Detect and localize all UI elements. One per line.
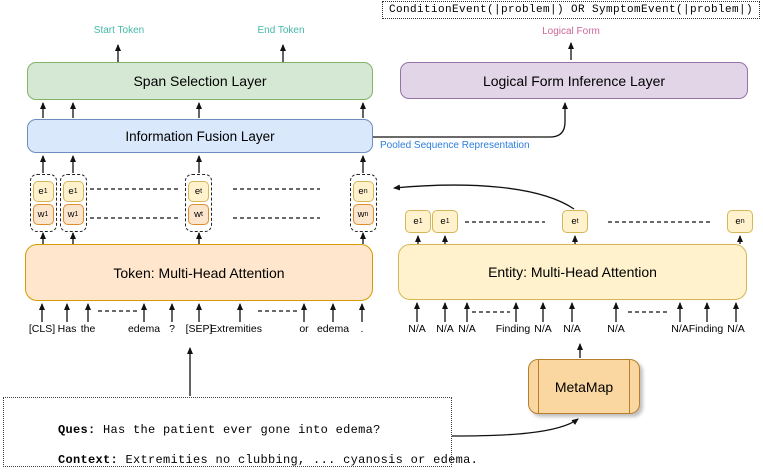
entity-token: N/A [408,323,426,335]
input-token: ? [169,323,175,335]
cell-base: e [440,216,446,227]
input-token: edema [127,323,161,335]
cell-sub: n [740,218,745,225]
input-token: [SEP] [185,323,213,335]
cell-sub: t [200,211,203,218]
input-token: [CLS] [28,323,56,335]
cell-sub: 1 [74,211,79,218]
cell-sub: 1 [43,188,48,195]
cell-base: w [37,209,45,220]
input-token: . [360,323,364,335]
cell-sub: 1 [73,188,78,195]
process-bar [538,360,539,413]
logical-form-inference-layer-title: Logical Form Inference Layer [482,72,666,89]
input-token: the [80,323,96,335]
start-token-label: Start Token [93,25,145,36]
cell-base: e [358,186,364,197]
cell-base: e [735,216,741,227]
entity-token: N/A [607,323,625,335]
span-selection-layer-title: Span Selection Layer [133,73,267,89]
input-token: Extremities [210,323,262,335]
cell-sub: n [364,211,369,218]
context-text: Extremities no clubbing, ... cyanosis or… [118,453,479,467]
question-text: Has the patient ever gone into edema? [95,423,381,437]
information-fusion-layer-title: Information Fusion Layer [125,128,275,144]
token-multi-head-attention: Token: Multi-Head Attention [25,244,373,301]
input-token: Has [57,323,77,335]
question-context-box: Ques: Has the patient ever gone into ede… [3,397,478,467]
question-label: Ques: [58,423,96,437]
logical-form-output-box: ConditionEvent(|problem|) OR SymptomEven… [382,1,760,19]
cell-base: e [413,216,419,227]
entity-token: N/A [436,323,454,335]
input-token: or [299,323,309,335]
cell-base: e [571,216,577,227]
entity-token: N/A [671,323,689,335]
entity-token: Finding [495,323,531,335]
entity-attention-title: Entity: Multi-Head Attention [488,264,657,280]
logical-form-label: Logical Form [542,26,600,37]
span-selection-layer: Span Selection Layer [27,62,373,100]
logical-form-formula: ConditionEvent(|problem|) OR SymptomEven… [388,4,754,16]
cell-base: e [38,186,44,197]
metamap-title: MetaMap [554,378,614,395]
entity-token: Finding [688,323,724,335]
entity-multi-head-attention: Entity: Multi-Head Attention [398,244,747,300]
entity-token: N/A [534,323,552,335]
cell-sub: t [576,218,579,225]
information-fusion-layer: Information Fusion Layer [27,119,373,153]
cell-base: w [357,209,365,220]
cell-sub: 1 [445,218,450,225]
cell-sub: n [363,188,368,195]
process-bar [629,360,630,413]
entity-token: N/A [563,323,581,335]
cell-sub: 1 [44,211,49,218]
cell-base: e [68,186,74,197]
cell-base: e [194,186,201,197]
cell-base: w [194,209,201,220]
cell-sub: 1 [418,218,423,225]
cell-sub: t [200,188,203,195]
metamap-box: MetaMap [528,359,640,414]
token-attention-title: Token: Multi-Head Attention [113,264,285,281]
entity-token: N/A [727,323,745,335]
input-token: edema [316,323,350,335]
cell-base: w [67,209,75,220]
question-line: Ques: Has the patient ever gone into ede… [13,409,381,451]
context-line: Context: Extremities no clubbing, ... cy… [13,439,478,473]
logical-form-inference-layer: Logical Form Inference Layer [400,62,748,99]
entity-token: N/A [458,323,476,335]
end-token-label: End Token [257,25,305,36]
context-label: Context: [58,453,119,467]
pooled-sequence-representation-label: Pooled Sequence Representation [380,140,530,151]
